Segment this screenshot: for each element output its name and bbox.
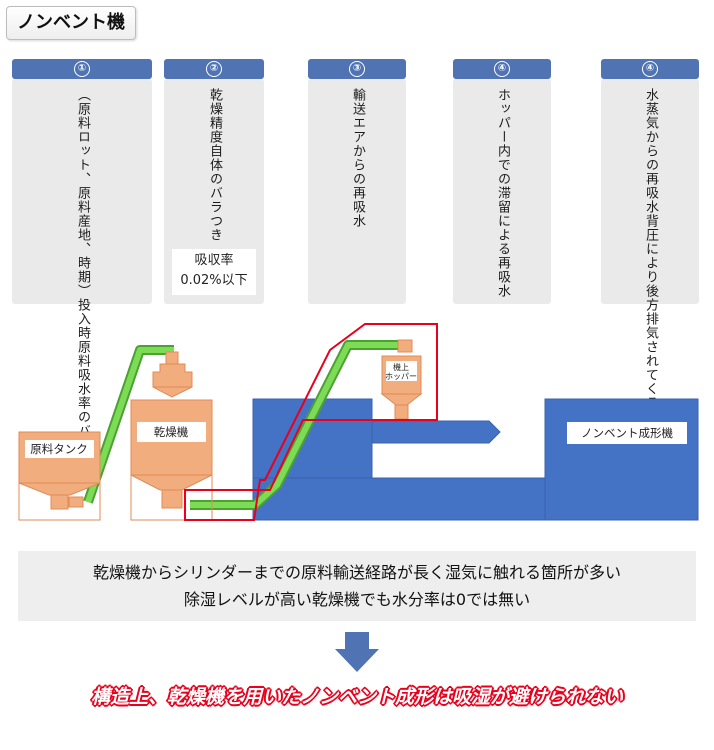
- pipe-tank-to-dryer: [83, 345, 174, 504]
- factor-line: 輸送エアからの再吸水: [350, 88, 365, 228]
- machine-label: ノンベント成形機: [581, 426, 673, 440]
- factor-card-3: ③ 輸送エアからの再吸水: [308, 59, 406, 304]
- pipe-dryer-to-hopper: [190, 340, 398, 510]
- dryer-frame: [130, 475, 213, 521]
- factor-card-header: ④: [453, 59, 551, 79]
- factor-card-2: ② 乾燥精度自体のバラつき 吸収率 0.02%以下: [164, 59, 264, 304]
- hopper-cone: [380, 393, 423, 406]
- highlight-outline: [184, 323, 438, 521]
- machine-base: [252, 477, 547, 521]
- factor-text: 投入時原料吸水率のバラつき （原料ロット、原料産地、時期）: [73, 88, 91, 480]
- factor-line: 投入時原料吸水率のバラつき: [75, 298, 90, 480]
- dryer-label-box: [137, 422, 206, 442]
- factor-text: 背圧により後方排気されてくる 水蒸気からの再吸水: [641, 88, 659, 410]
- factor-card-4: ④ ホッパー内での滞留による再吸水: [453, 59, 551, 304]
- factor-card-body: 乾燥精度自体のバラつき 吸収率 0.02%以下: [164, 79, 264, 304]
- factor-number: ④: [494, 61, 510, 77]
- tank-valve: [68, 496, 84, 508]
- machine-cylinder: [371, 420, 501, 444]
- page-title: ノンベント機: [6, 6, 136, 40]
- dryer-top-cone: [152, 386, 193, 398]
- machine-body: [544, 398, 699, 521]
- transport-pipes: [83, 340, 398, 510]
- factor-card-header: ②: [164, 59, 264, 79]
- dryer-top: [152, 363, 193, 388]
- factor-card-body: 投入時原料吸水率のバラつき （原料ロット、原料産地、時期）: [12, 79, 152, 480]
- factor-line: 乾燥精度自体のバラつき: [207, 88, 222, 242]
- factor-card-body: 輸送エアからの再吸水: [308, 79, 406, 304]
- factor-number: ③: [349, 61, 365, 77]
- factor-line: （原料ロット、原料産地、時期）: [75, 88, 90, 298]
- factor-line: ホッパー内での滞留による再吸水: [495, 88, 510, 298]
- dryer-body: [130, 399, 213, 476]
- factor-number: ④: [642, 61, 658, 77]
- factor-number: ①: [74, 61, 90, 77]
- moisture-risk-highlight: [184, 323, 438, 521]
- hopper-label-line1: 機上: [393, 362, 409, 372]
- hopper-body: [381, 355, 422, 395]
- tank-outlet: [50, 494, 69, 510]
- factor-card-body: 背圧により後方排気されてくる 水蒸気からの再吸水: [601, 79, 699, 410]
- hopper-label-line2: ホッパー: [385, 372, 417, 381]
- dryer-inlet: [165, 351, 179, 365]
- factor-card-header: ④: [601, 59, 699, 79]
- tank-hopper: [18, 482, 101, 496]
- absorption-note-label: 吸収率: [194, 253, 234, 268]
- tank-frame: [18, 483, 101, 521]
- factor-line: 背圧により後方排気されてくる: [643, 214, 658, 410]
- hopper-label-box: [386, 361, 417, 381]
- factor-card-header: ①: [12, 59, 152, 79]
- dryer-hopper: [130, 474, 213, 491]
- factor-card-header: ③: [308, 59, 406, 79]
- hopper-throat: [394, 404, 409, 420]
- pipe-dryer-to-hopper-fill: [190, 342, 398, 508]
- machine-hopper: 機上 ホッパー: [380, 339, 423, 420]
- machine-label-box: [567, 422, 687, 444]
- summary-line-2: 除湿レベルが高い乾燥機でも水分率は0では無い: [183, 590, 531, 609]
- factor-number: ②: [206, 61, 222, 77]
- factor-card-5: ④ 背圧により後方排気されてくる 水蒸気からの再吸水: [601, 59, 699, 410]
- dryer: 乾燥機: [130, 351, 213, 521]
- molding-machine: ノンベント成形機: [252, 398, 699, 521]
- summary-box: 乾燥機からシリンダーまでの原料輸送経路が長く湿気に触れる箇所が多い 除湿レベルが…: [18, 551, 696, 621]
- conclusion-text: 構造上、乾燥機を用いたノンベント成形は吸湿が避けられない: [90, 686, 623, 708]
- dryer-outlet: [161, 489, 183, 509]
- machine-unit-upper: [252, 398, 373, 479]
- factor-card-body: ホッパー内での滞留による再吸水: [453, 79, 551, 304]
- dryer-label: 乾燥機: [154, 425, 189, 439]
- down-arrow-icon: [335, 632, 379, 672]
- summary-line-1: 乾燥機からシリンダーまでの原料輸送経路が長く湿気に触れる箇所が多い: [92, 563, 621, 582]
- absorption-note-value: 0.02%以下: [180, 273, 248, 288]
- pipe-tank-to-dryer-fill: [85, 347, 174, 503]
- hopper-inlet: [397, 339, 413, 353]
- factor-line: 水蒸気からの再吸水: [643, 88, 658, 214]
- absorption-note: 吸収率 0.02%以下: [172, 249, 256, 295]
- factor-card-1: ① 投入時原料吸水率のバラつき （原料ロット、原料産地、時期）: [12, 59, 152, 480]
